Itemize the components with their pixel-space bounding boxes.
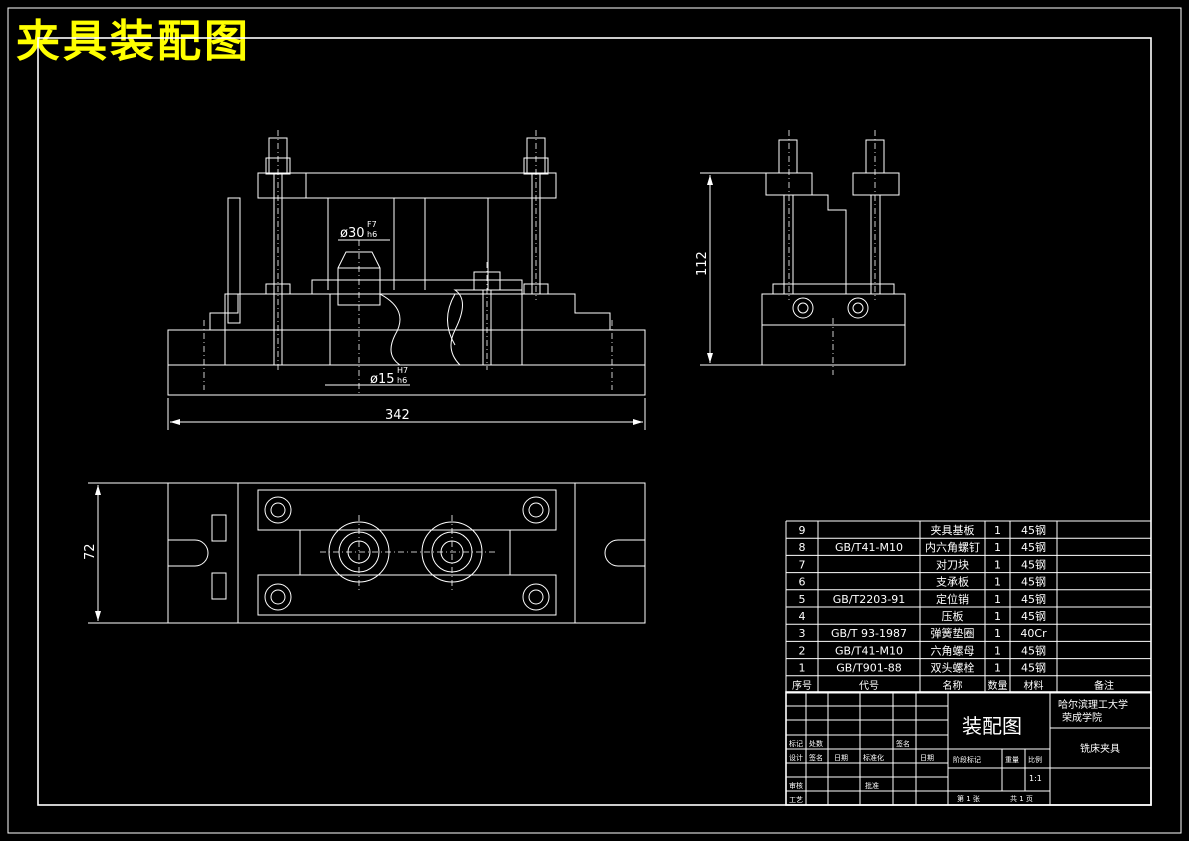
tb-label-ratio: 比例 xyxy=(1028,755,1042,764)
title-block: 装配图 哈尔滨理工大学 荣成学院 铣床夹具 1:1 第 1 张 共 1 页 标记… xyxy=(785,691,1152,806)
bom-cell-no: 4 xyxy=(799,610,806,623)
bom-cell-code: GB/T41-M10 xyxy=(835,644,903,657)
bom-cell-material: 45钢 xyxy=(1021,524,1046,537)
bom-cell-qty: 1 xyxy=(994,524,1001,537)
bom-header-qty: 数量 xyxy=(988,679,1008,692)
outer-frame xyxy=(7,7,1182,834)
bom-header-material: 材料 xyxy=(1024,679,1044,692)
bom-cell-qty: 1 xyxy=(994,610,1001,623)
tb-label-stage: 阶段标记 xyxy=(953,755,981,764)
dim-hole-lower: ø15 xyxy=(370,372,395,387)
tb-label-date: 日期 xyxy=(834,754,848,762)
bom-header-no: 序号 xyxy=(792,679,812,692)
bom-cell-code: GB/T2203-91 xyxy=(833,593,905,606)
tb-label-sign: 签名 xyxy=(896,739,910,748)
bom-cell-no: 6 xyxy=(799,576,806,589)
tb-total: 共 1 页 xyxy=(1010,794,1033,803)
dim-hole-upper: ø30 xyxy=(340,226,365,241)
bom-cell-name: 双头螺栓 xyxy=(931,661,975,675)
bom-cell-code: GB/T 93-1987 xyxy=(831,627,907,640)
bom-cell-qty: 1 xyxy=(994,558,1001,571)
tb-sheet: 第 1 张 xyxy=(957,794,980,803)
bom-header-note: 备注 xyxy=(1094,679,1114,692)
bom-cell-code: GB/T41-M10 xyxy=(835,541,903,554)
tb-label-design: 设计 xyxy=(789,753,803,762)
tb-label-review: 审核 xyxy=(789,781,803,790)
tb-label-weight: 重量 xyxy=(1005,756,1019,764)
bom-header-name: 名称 xyxy=(943,679,963,692)
bom-cell-name: 对刀块 xyxy=(936,557,969,571)
bom-cell-name: 支承板 xyxy=(936,575,969,589)
bom-cell-name: 压板 xyxy=(942,609,964,623)
bom-cell-no: 7 xyxy=(799,558,806,571)
dim-hole-upper-fit2: h6 xyxy=(367,230,377,239)
bom-cell-qty: 1 xyxy=(994,576,1001,589)
bom-cell-qty: 1 xyxy=(994,662,1001,675)
tb-drawing-name: 装配图 xyxy=(962,714,1022,738)
bom-cell-qty: 1 xyxy=(994,593,1001,606)
bom-cell-no: 2 xyxy=(799,644,806,657)
bom-cell-material: 45钢 xyxy=(1021,610,1046,623)
tb-label-std: 标准化 xyxy=(863,753,884,762)
drawing-title: 夹具装配图 xyxy=(16,16,251,67)
bom-cell-material: 40Cr xyxy=(1020,627,1047,640)
tb-label-process: 工艺 xyxy=(789,796,803,804)
tb-institution-1: 哈尔滨理工大学 xyxy=(1058,698,1128,711)
bom-cell-material: 45钢 xyxy=(1021,576,1046,589)
dim-hole-lower-fit2: h6 xyxy=(397,376,407,385)
bom-cell-code: GB/T901-88 xyxy=(836,662,901,675)
bom-cell-name: 六角螺母 xyxy=(931,644,975,657)
tb-label-signname: 签名 xyxy=(809,753,823,762)
bom-cell-name: 弹簧垫圈 xyxy=(931,626,975,640)
tb-label-date2: 日期 xyxy=(920,754,934,762)
dim-side-height: 112 xyxy=(695,251,710,276)
bom-cell-material: 45钢 xyxy=(1021,644,1046,657)
dim-hole-lower-fit: H7 xyxy=(397,366,408,375)
dim-front-width: 342 xyxy=(385,408,410,423)
tb-institution-2: 荣成学院 xyxy=(1062,711,1102,724)
front-view: 342 ø30 F7 h6 ø15 H7 h6 xyxy=(167,130,646,430)
tb-label-approve: 批准 xyxy=(865,781,879,790)
bom-cell-name: 定位销 xyxy=(936,592,969,606)
bom-cell-no: 5 xyxy=(799,593,806,606)
bom-cell-material: 45钢 xyxy=(1021,593,1046,606)
bom-cell-material: 45钢 xyxy=(1021,541,1046,554)
tb-scale: 1:1 xyxy=(1029,774,1042,783)
bom-cell-no: 3 xyxy=(799,627,806,640)
bom-cell-qty: 1 xyxy=(994,644,1001,657)
dim-top-height: 72 xyxy=(83,543,98,560)
tb-part-name: 铣床夹具 xyxy=(1080,742,1120,755)
top-view: 72 xyxy=(83,482,646,624)
bom-cell-name: 内六角螺钉 xyxy=(925,540,980,554)
tb-label-mark: 标记 xyxy=(789,739,803,748)
bom-header-code: 代号 xyxy=(859,680,879,692)
bom-cell-no: 9 xyxy=(799,524,806,537)
bom-cell-qty: 1 xyxy=(994,627,1001,640)
bom-cell-material: 45钢 xyxy=(1021,558,1046,571)
inner-frame xyxy=(37,37,1152,806)
tb-label-count: 处数 xyxy=(809,739,823,748)
bom-cell-qty: 1 xyxy=(994,541,1001,554)
bom-cell-no: 8 xyxy=(799,541,806,554)
side-view: 112 xyxy=(695,130,906,375)
bom-cell-no: 1 xyxy=(799,662,806,675)
dim-hole-upper-fit: F7 xyxy=(367,220,377,229)
bom-cell-name: 夹具基板 xyxy=(931,523,975,537)
bom-cell-material: 45钢 xyxy=(1021,662,1046,675)
